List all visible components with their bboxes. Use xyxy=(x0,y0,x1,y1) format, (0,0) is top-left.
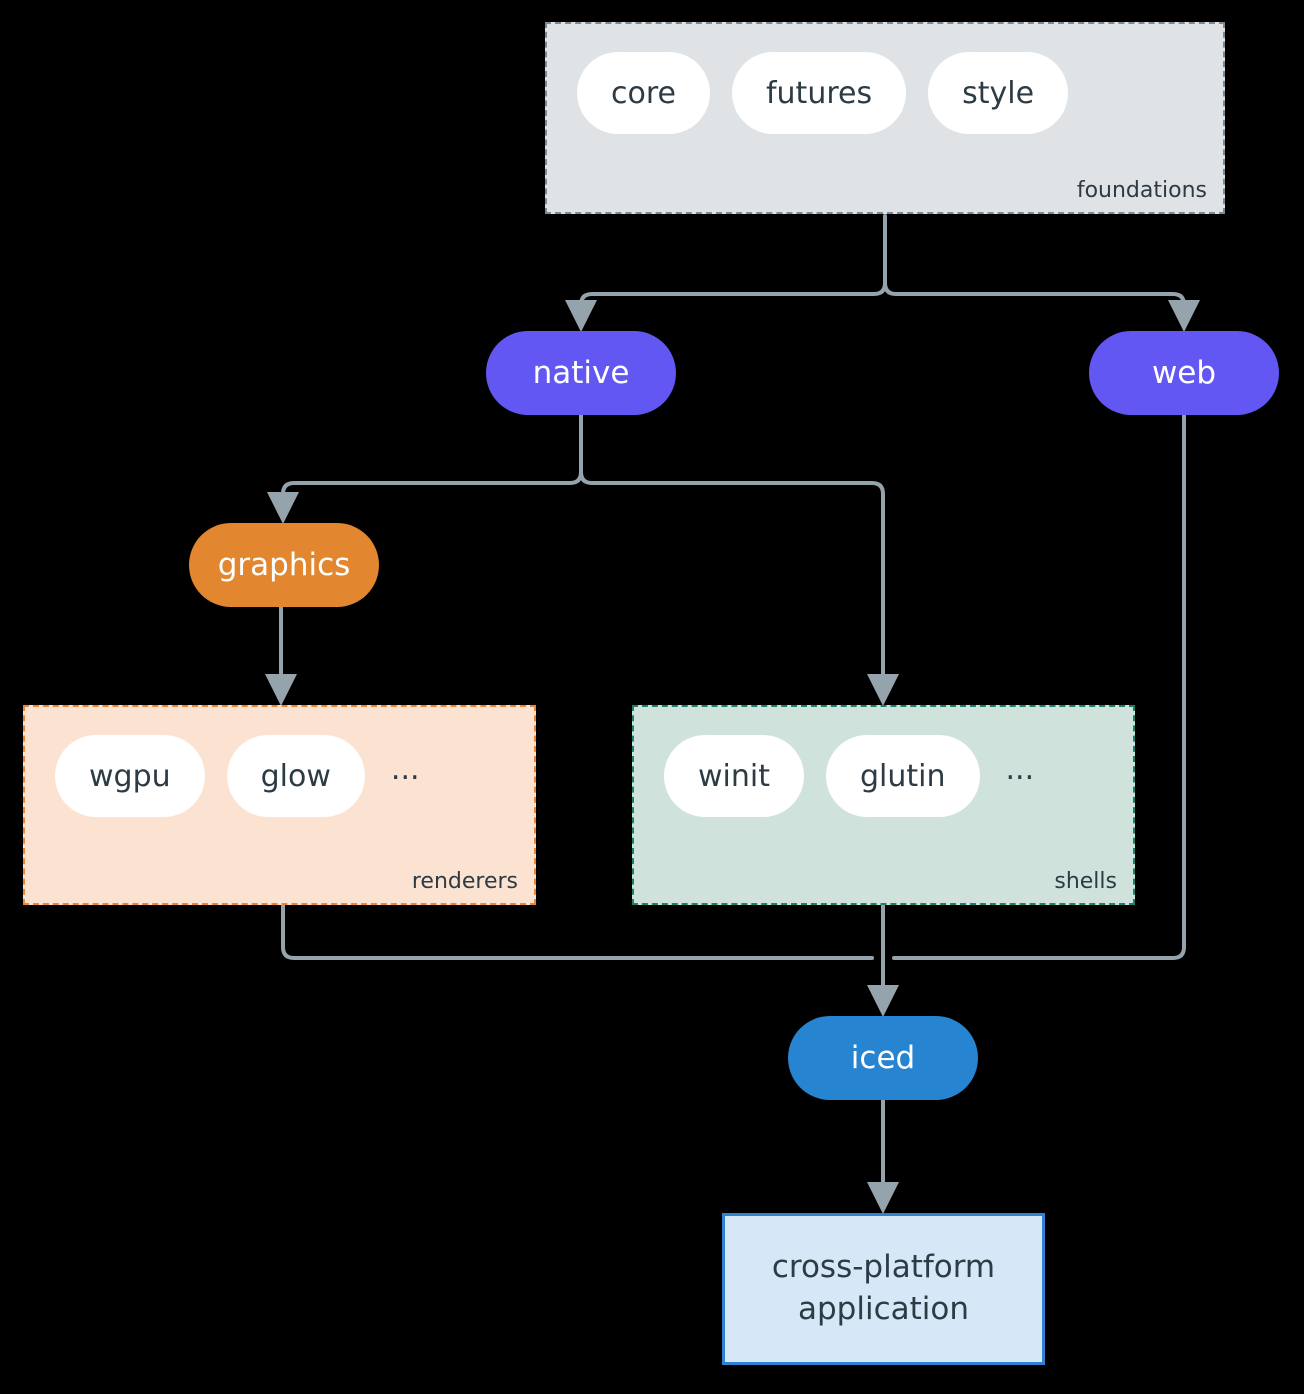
pill-winit[interactable]: winit xyxy=(664,735,804,817)
edge-renderers-to-iced xyxy=(281,903,874,960)
shells-more-ellipsis: ... xyxy=(1005,752,1035,787)
pill-glutin[interactable]: glutin xyxy=(825,735,980,817)
pill-core[interactable]: core xyxy=(577,52,710,134)
group-renderers: wgpu glow ... renderers xyxy=(23,705,536,905)
application-label-line2: application xyxy=(798,1291,969,1327)
foundations-pill-row: core futures style xyxy=(577,52,1069,134)
edge-foundations-to-native xyxy=(565,281,887,332)
edge-native-to-shells xyxy=(579,470,899,706)
group-label-renderers: renderers xyxy=(411,869,518,894)
group-shells: winit glutin ... shells xyxy=(632,705,1135,905)
pill-glow[interactable]: glow xyxy=(226,735,365,817)
application-label-line1: cross-platform xyxy=(771,1249,996,1286)
pill-futures[interactable]: futures xyxy=(731,52,907,134)
node-cross-platform-application[interactable]: cross-platform application xyxy=(722,1213,1045,1365)
pill-wgpu[interactable]: wgpu xyxy=(55,735,205,817)
edge-foundations-to-web xyxy=(883,281,1200,332)
group-foundations: core futures style foundations xyxy=(545,22,1225,214)
edge-native-to-graphics xyxy=(267,470,583,524)
node-web[interactable]: web xyxy=(1089,331,1279,415)
renderers-more-ellipsis: ... xyxy=(390,752,420,787)
node-graphics[interactable]: graphics xyxy=(189,523,379,607)
node-native[interactable]: native xyxy=(486,331,676,415)
pill-style[interactable]: style xyxy=(928,52,1069,134)
group-label-foundations: foundations xyxy=(1076,178,1207,203)
renderers-pill-row: wgpu glow ... xyxy=(55,735,420,817)
shells-pill-row: winit glutin ... xyxy=(664,735,1034,817)
group-label-shells: shells xyxy=(1054,869,1117,894)
node-iced[interactable]: iced xyxy=(788,1016,978,1100)
